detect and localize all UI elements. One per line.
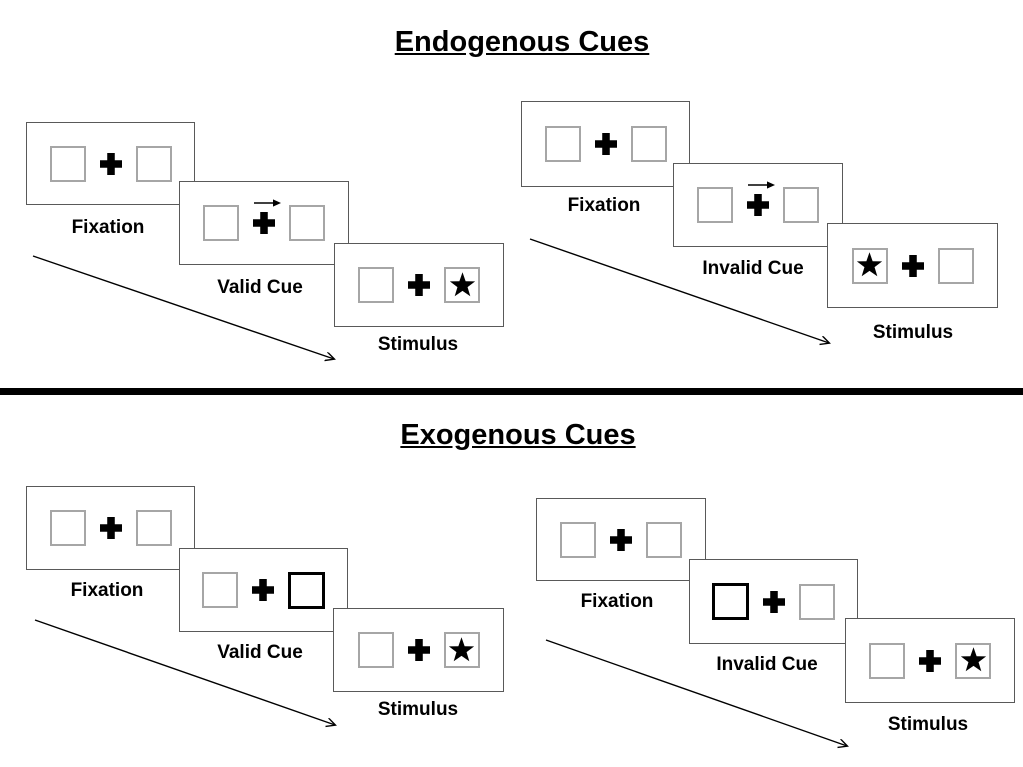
- right-box: [135, 510, 172, 546]
- fixation-cross-area: [747, 181, 775, 216]
- left-box: [869, 642, 905, 679]
- left-box: [49, 145, 86, 182]
- left-box: [202, 572, 238, 608]
- fixation-cross-area: [610, 528, 632, 551]
- right-box: [937, 247, 974, 284]
- trial-panel-fixation: [26, 122, 195, 205]
- left-box-highlighted: [712, 583, 749, 620]
- time-sequence-arrow: [545, 639, 855, 754]
- fixation-cross-icon: [901, 254, 924, 277]
- right-box: [646, 521, 682, 558]
- time-sequence-arrow: [32, 255, 342, 367]
- trial-panel-stimulus: [845, 618, 1015, 703]
- trial-panel-invalid-cue: [673, 163, 843, 247]
- fixation-cross-icon: [610, 528, 632, 551]
- right-box: [783, 187, 819, 223]
- fixation-cross-area: [594, 133, 617, 155]
- star-icon: [856, 252, 883, 277]
- fixation-cross-icon: [99, 517, 122, 539]
- fixation-cross-area: [763, 590, 785, 613]
- fixation-cross-area: [408, 274, 430, 296]
- trial-panel-stimulus: [827, 223, 998, 308]
- left-box: [357, 632, 394, 668]
- fixation-cross-icon: [408, 274, 430, 296]
- right-box-with-star: [444, 267, 480, 303]
- section-title: Endogenous Cues: [394, 26, 650, 58]
- section-divider: [0, 388, 1023, 395]
- panel-label-fixation: Fixation: [567, 195, 641, 216]
- trial-panel-valid-cue: [179, 548, 348, 632]
- right-box: [135, 145, 172, 182]
- trial-panel-invalid-cue: [689, 559, 858, 644]
- fixation-cross-icon: [252, 579, 274, 601]
- fixation-cross-icon: [594, 133, 617, 155]
- fixation-cross-area: [407, 639, 430, 661]
- trial-panel-fixation: [521, 101, 690, 187]
- star-icon: [960, 647, 986, 672]
- right-box-with-star: [443, 632, 480, 668]
- panel-label-valid-cue: Valid Cue: [217, 277, 303, 298]
- left-box: [697, 187, 733, 223]
- fixation-cross-icon: [919, 649, 941, 672]
- fixation-cross-icon: [763, 590, 785, 613]
- fixation-cross-icon: [99, 152, 122, 175]
- left-box: [560, 521, 596, 558]
- cue-arrow-icon: [254, 199, 281, 207]
- time-sequence-arrow: [529, 238, 837, 351]
- fixation-cross-icon: [747, 194, 769, 216]
- left-box: [49, 510, 86, 546]
- fixation-cross-area: [99, 152, 122, 175]
- cue-arrow-icon: [748, 181, 775, 189]
- time-sequence-arrow: [34, 619, 343, 733]
- trial-panel-stimulus: [334, 243, 504, 327]
- panel-label-fixation: Fixation: [70, 580, 144, 601]
- left-box: [203, 205, 239, 241]
- trial-panel-stimulus: [333, 608, 504, 692]
- trial-panel-fixation: [26, 486, 195, 570]
- panel-label-stimulus: Stimulus: [872, 322, 954, 343]
- fixation-cross-area: [253, 199, 281, 234]
- panel-label-stimulus: Stimulus: [887, 714, 969, 735]
- trial-panel-valid-cue: [179, 181, 349, 265]
- left-box: [358, 267, 394, 303]
- fixation-cross-area: [901, 254, 924, 277]
- left-box-with-star: [851, 247, 888, 284]
- panel-label-invalid-cue: Invalid Cue: [716, 654, 818, 675]
- fixation-cross-area: [919, 649, 941, 672]
- trial-panel-fixation: [536, 498, 706, 581]
- panel-label-stimulus: Stimulus: [377, 334, 459, 355]
- panel-label-fixation: Fixation: [71, 217, 145, 238]
- fixation-cross-area: [99, 517, 122, 539]
- fixation-cross-area: [252, 579, 274, 601]
- section-title: Exogenous Cues: [400, 419, 636, 451]
- star-icon: [449, 271, 475, 296]
- fixation-cross-icon: [407, 639, 430, 661]
- right-box-with-star: [955, 642, 991, 679]
- star-icon: [448, 636, 475, 661]
- panel-label-fixation: Fixation: [580, 591, 654, 612]
- fixation-cross-icon: [253, 212, 275, 234]
- panel-label-stimulus: Stimulus: [377, 699, 459, 720]
- right-box: [289, 205, 325, 241]
- left-box: [544, 126, 581, 162]
- panel-label-invalid-cue: Invalid Cue: [702, 258, 804, 279]
- right-box-highlighted: [288, 571, 325, 609]
- right-box: [799, 583, 835, 620]
- right-box: [630, 126, 667, 162]
- panel-label-valid-cue: Valid Cue: [217, 642, 303, 663]
